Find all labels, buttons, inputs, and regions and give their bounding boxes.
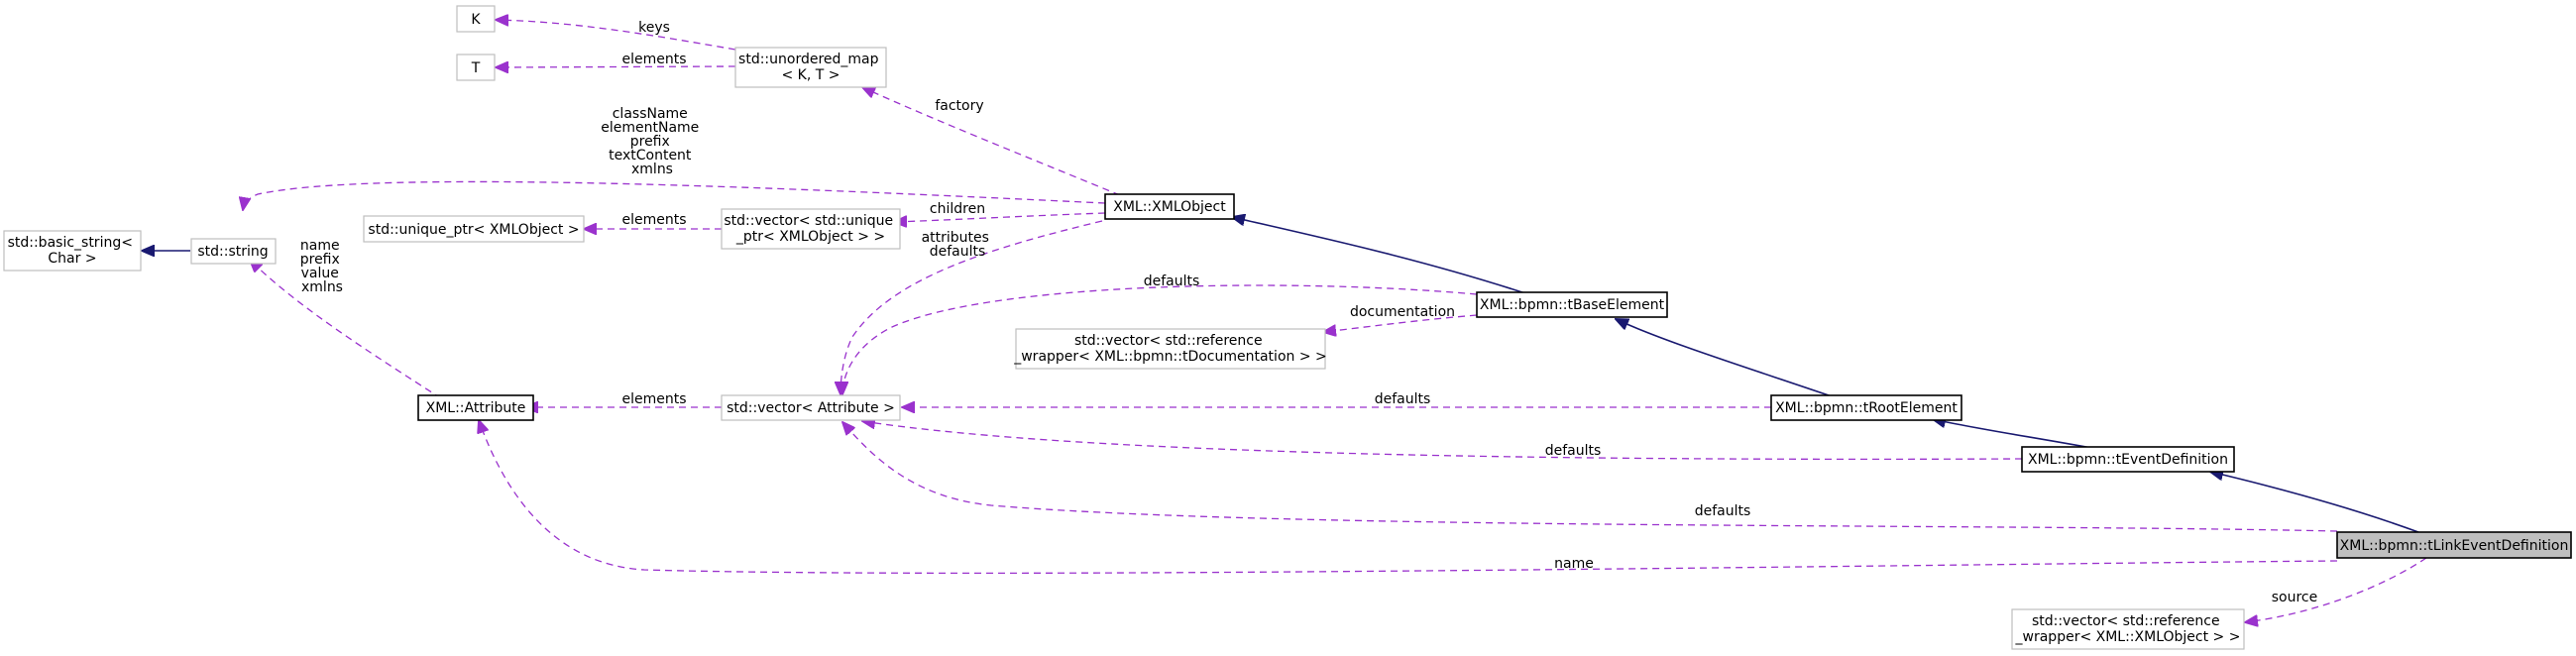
- edge-link-inherit: [2210, 472, 2419, 533]
- svg-text:std::vector< std::reference: std::vector< std::reference _wrapper< XM…: [1013, 333, 1327, 365]
- edge-link-defaults: [842, 422, 2338, 532]
- svg-text:XML::bpmn::tLinkEventDefinitio: XML::bpmn::tLinkEventDefinition: [2340, 538, 2569, 554]
- edge-eventdef-inherit: [1933, 419, 2092, 449]
- edge-label-attribute-members: name prefix value xmlns: [300, 238, 345, 295]
- edge-root-inherit: [1616, 319, 1833, 397]
- svg-text:XML::Attribute: XML::Attribute: [426, 400, 526, 416]
- node-string[interactable]: std::string: [190, 238, 277, 265]
- edge-label-string-members: className elementName prefix textContent…: [601, 106, 704, 177]
- node-t[interactable]: T: [456, 54, 496, 81]
- edge-label-eventdef-defaults: defaults: [1545, 443, 1602, 459]
- edge-attr-defaults: [840, 220, 1103, 394]
- svg-text:XML::bpmn::tEventDefinition: XML::bpmn::tEventDefinition: [2028, 452, 2228, 468]
- node-trootelement[interactable]: XML::bpmn::tRootElement: [1770, 394, 1962, 421]
- edge-label-elements-t: elements: [621, 52, 686, 67]
- edge-factory: [862, 87, 1121, 196]
- node-xmlobject[interactable]: XML::XMLObject: [1104, 193, 1235, 220]
- svg-text:std::unique_ptr< XMLObject >: std::unique_ptr< XMLObject >: [368, 222, 579, 238]
- svg-text:std::string: std::string: [197, 244, 268, 260]
- edge-label-keys: keys: [638, 20, 670, 36]
- edge-label-attr-defaults: attributes defaults: [922, 230, 994, 260]
- node-unique-ptr[interactable]: std::unique_ptr< XMLObject >: [363, 215, 585, 243]
- edge-label-link-name: name: [1554, 556, 1594, 572]
- node-vector-unique[interactable]: std::vector< std::unique _ptr< XMLObject…: [721, 208, 901, 250]
- edge-children: [894, 212, 1106, 222]
- edge-attribute-members: [250, 260, 442, 399]
- node-unordered-map[interactable]: std::unordered_map < K, T >: [734, 47, 887, 88]
- svg-text:T: T: [471, 60, 481, 76]
- svg-text:XML::XMLObject: XML::XMLObject: [1113, 199, 1226, 215]
- node-teventdefinition[interactable]: XML::bpmn::tEventDefinition: [2021, 446, 2235, 473]
- svg-text:std::vector< std::unique: std::vector< std::unique _ptr< XMLObject…: [724, 213, 897, 245]
- edge-elements-t: [496, 66, 736, 67]
- edge-label-elements-attr: elements: [621, 391, 686, 407]
- svg-text:std::basic_string< Cha: std::basic_string< Char >: [8, 235, 138, 267]
- edge-link-name: [479, 420, 2338, 575]
- node-vector-refobj[interactable]: std::vector< std::reference _wrapper< XM…: [2011, 608, 2245, 650]
- edge-label-source: source: [2272, 590, 2318, 605]
- svg-text:K: K: [471, 12, 481, 28]
- nodes: K T std::unordered_map < K, T > std::bas…: [3, 5, 2572, 650]
- edge-keys: [496, 20, 736, 51]
- edge-string-members: [243, 180, 1106, 210]
- edge-documentation: [1323, 314, 1478, 332]
- node-attribute[interactable]: XML::Attribute: [417, 394, 534, 421]
- edge-base-inherit: [1232, 217, 1532, 296]
- node-tbaseelement[interactable]: XML::bpmn::tBaseElement: [1476, 291, 1668, 318]
- edges: [142, 20, 2427, 622]
- edge-label-documentation: documentation: [1350, 304, 1455, 320]
- edge-label-children: children: [930, 201, 985, 217]
- edge-labels: keys elements factory className elementN…: [300, 20, 2318, 605]
- node-vector-refdoc[interactable]: std::vector< std::reference _wrapper< XM…: [1013, 328, 1327, 370]
- svg-text:std::vector< Attribute >: std::vector< Attribute >: [727, 400, 895, 416]
- edge-base-defaults: [842, 284, 1478, 394]
- edge-label-elements-unique: elements: [621, 212, 686, 228]
- edge-label-root-defaults: defaults: [1375, 391, 1431, 407]
- edge-label-link-defaults: defaults: [1695, 503, 1751, 519]
- node-k[interactable]: K: [456, 5, 496, 33]
- node-basic-string[interactable]: std::basic_string< Char >: [3, 230, 142, 272]
- svg-text:XML::bpmn::tBaseElement: XML::bpmn::tBaseElement: [1480, 297, 1665, 313]
- edge-label-factory: factory: [935, 98, 983, 114]
- node-tlinkeventdefinition[interactable]: XML::bpmn::tLinkEventDefinition: [2336, 531, 2572, 559]
- svg-text:XML::bpmn::tRootElement: XML::bpmn::tRootElement: [1775, 400, 1958, 416]
- edge-source: [2245, 557, 2427, 622]
- svg-text:std::vector< std::reference: std::vector< std::reference _wrapper< XM…: [2015, 613, 2241, 645]
- svg-text:std::unordered_map < K: std::unordered_map < K, T >: [738, 52, 883, 83]
- node-vector-attr[interactable]: std::vector< Attribute >: [721, 394, 901, 421]
- edge-label-base-defaults: defaults: [1144, 273, 1200, 289]
- edge-eventdef-defaults: [862, 421, 2023, 461]
